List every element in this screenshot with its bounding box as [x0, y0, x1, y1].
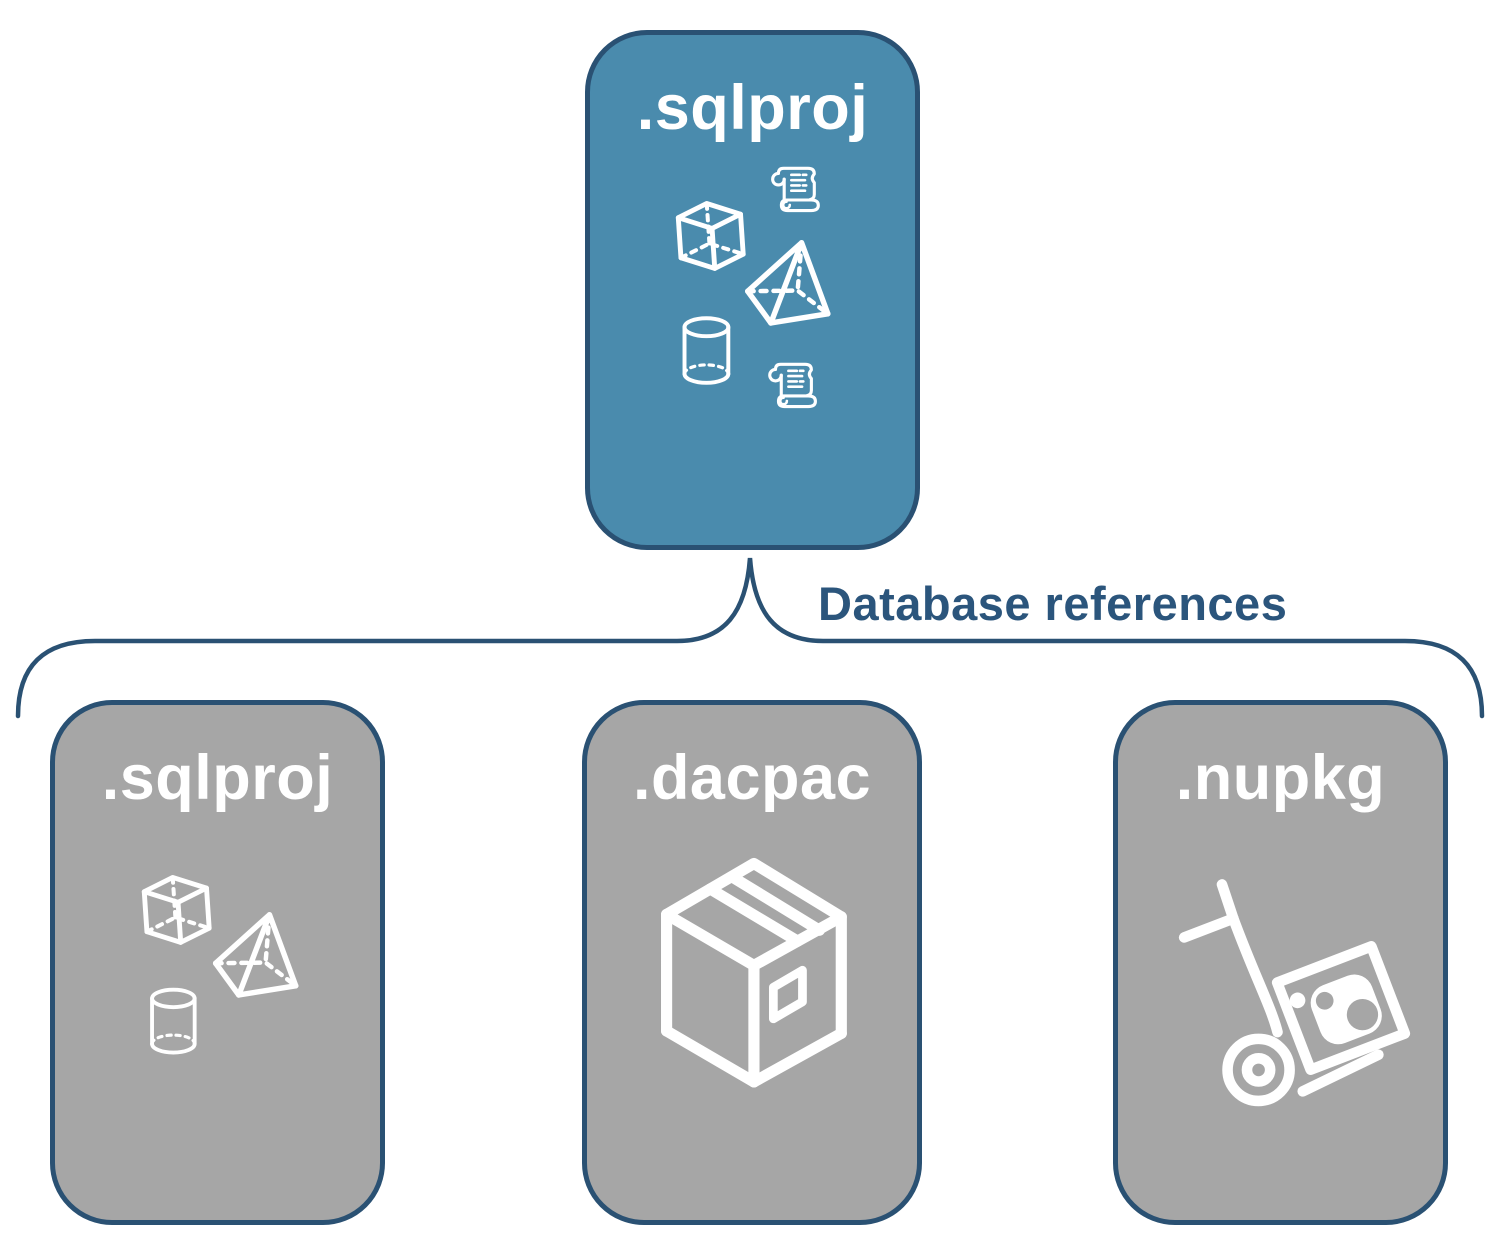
node-icon-group: [55, 705, 380, 1220]
node-icon-group: [587, 705, 917, 1220]
scroll-icon: [768, 362, 817, 409]
cube-icon: [144, 877, 209, 942]
scroll-icon: [771, 166, 820, 213]
node-sqlproj-main: .sqlproj: [585, 30, 920, 550]
node-icon-group: [1118, 705, 1443, 1220]
cylinder-icon: [685, 318, 729, 383]
package-box-icon: [667, 864, 842, 1082]
pyramid-icon: [742, 233, 842, 335]
node-icon-group: [590, 166, 915, 409]
node-label: .sqlproj: [101, 743, 334, 813]
node-dacpac-reference: .dacpac: [582, 700, 922, 1225]
cube-icon: [678, 203, 743, 268]
node-nupkg-reference: .nupkg: [1113, 700, 1448, 1225]
pyramid-icon: [210, 905, 310, 1007]
connector-label: Database references: [818, 577, 1288, 630]
node-label: .sqlproj: [636, 73, 869, 143]
nuget-hand-truck-icon: [1184, 885, 1405, 1101]
node-label: .dacpac: [632, 743, 872, 813]
cylinder-icon: [152, 990, 195, 1053]
node-label: .nupkg: [1175, 743, 1386, 813]
node-sqlproj-reference: .sqlproj: [50, 700, 385, 1225]
